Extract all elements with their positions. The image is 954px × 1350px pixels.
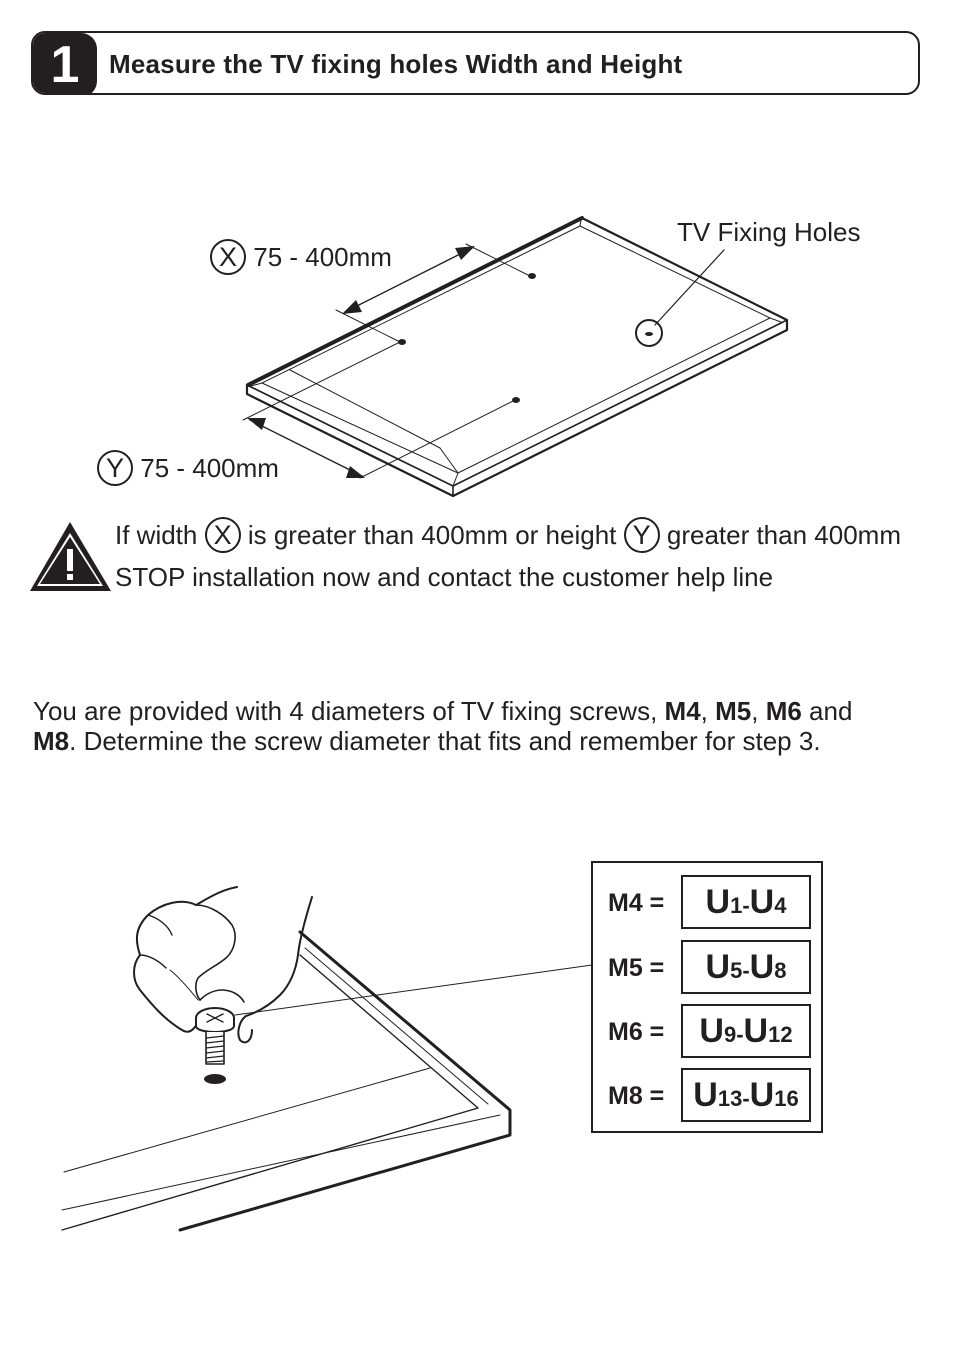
screw-code-box: U13-U16 [681,1068,811,1122]
intro-m5: M5 [715,696,752,726]
fixing-hole-marker [635,319,663,347]
step-header: 1 Measure the TV fixing holes Width and … [31,31,920,95]
code-dash: - [742,1086,750,1111]
warning-triangle-icon [30,522,111,591]
screw-size-label: M6 = [608,1018,665,1046]
screw-row-m6: M6 = U9-U12 [593,1004,821,1058]
code-dash: - [742,958,750,983]
code-letter: U [705,948,731,986]
screw-code-box: U1-U4 [681,875,811,929]
code-number: 16 [774,1086,799,1111]
screw-row-m4: M4 = U1-U4 [593,875,821,929]
code-number: 5 [730,958,743,983]
warning-text-c: greater than 400mm [666,520,901,550]
code-letter: U [749,883,775,921]
code-dash: - [736,1022,744,1047]
code-dash: - [742,893,750,918]
screw-size-label: M4 = [608,889,665,917]
step-number: 1 [33,33,97,93]
code-number: 9 [723,1022,737,1047]
x-dimension-label: X 75 - 400mm [210,239,392,276]
code-letter: U [749,1076,775,1114]
y-range-text: 75 - 400mm [140,453,279,483]
intro-m8: M8 [33,726,70,756]
intro-text-1: You are provided with 4 diameters of TV … [33,696,665,726]
code-number: 8 [774,958,787,983]
intro-comma-1: , [700,696,716,726]
screw-size-label: M8 = [608,1082,665,1110]
intro-m6: M6 [765,696,802,726]
intro-text-2: and [801,696,853,726]
intro-m4: M4 [664,696,701,726]
x-range-text: 75 - 400mm [253,242,392,272]
tv-fixing-holes-label: TV Fixing Holes [677,217,861,247]
warning-text-b: is greater than 400mm or height [247,520,617,550]
code-number: 4 [774,893,787,918]
warning-line-1: If width X is greater than 400mm or heig… [115,517,901,554]
step-title: Measure the TV fixing holes Width and He… [109,49,683,79]
screw-row-m5: M5 = U5-U8 [593,940,821,994]
code-letter: U [693,1076,718,1114]
warning-y-symbol: Y [623,517,660,554]
code-number: 13 [717,1086,743,1111]
screw-size-table: M4 = U1-U4 M5 = U5-U8 M6 = U9-U12 M8 = U… [591,861,823,1133]
code-number: 1 [730,893,743,918]
code-letter: U [705,883,731,921]
screw-code-box: U9-U12 [681,1004,811,1058]
screw-row-m8: M8 = U13-U16 [593,1068,821,1122]
intro-comma-2: , [751,696,766,726]
warning-line-2: STOP installation now and contact the cu… [115,562,774,592]
code-letter: U [699,1012,724,1050]
screw-intro-paragraph: You are provided with 4 diameters of TV … [33,696,933,756]
y-symbol: Y [97,450,133,487]
screw-size-label: M5 = [608,954,665,982]
warning-x-symbol: X [204,517,241,554]
tv-fixing-hole [204,1074,226,1084]
warning-text-a: If width [115,520,198,550]
intro-text-3: . Determine the screw diameter that fits… [69,726,821,756]
screw-code-box: U5-U8 [681,940,811,994]
code-number: 12 [768,1022,793,1047]
y-dimension-label: Y 75 - 400mm [97,450,279,487]
code-letter: U [749,948,775,986]
code-letter: U [743,1012,769,1050]
x-symbol: X [210,239,246,276]
